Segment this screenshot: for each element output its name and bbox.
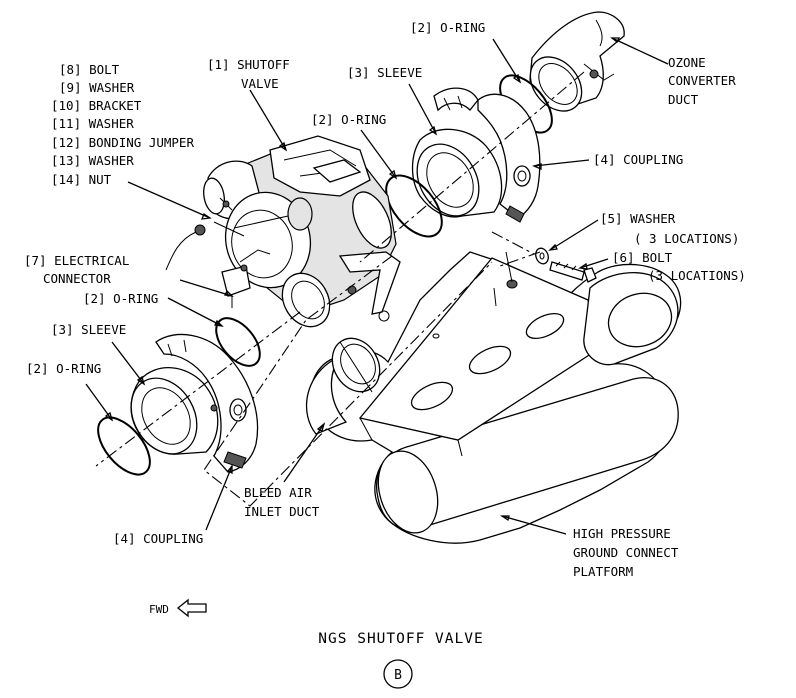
label-washer-11: [11] WASHER bbox=[51, 116, 134, 131]
centerlines bbox=[95, 71, 585, 507]
o-ring-mid-drawing bbox=[385, 174, 443, 238]
label-coupling-bottom: [4] COUPLING bbox=[113, 531, 203, 546]
fwd-arrow-icon bbox=[176, 598, 207, 618]
callout-labels: [2] O-RING OZONE CONVERTER DUCT [8] BOLT… bbox=[24, 20, 746, 579]
label-washer-5-line-2: ( 3 LOCATIONS) bbox=[634, 231, 739, 246]
washer-bolt-drawing bbox=[535, 247, 597, 283]
o-ring-left-drawing bbox=[215, 317, 261, 367]
label-bleed-air-line-2: INLET DUCT bbox=[244, 504, 320, 519]
label-o-ring-top: [2] O-RING bbox=[410, 20, 485, 35]
diagram-title: NGS SHUTOFF VALVE bbox=[318, 631, 483, 647]
label-coupling-top: [4] COUPLING bbox=[593, 152, 683, 167]
label-sleeve-left: [3] SLEEVE bbox=[51, 322, 126, 337]
label-bolt-6-line-2: (3 LOCATIONS) bbox=[648, 268, 746, 283]
label-bleed-air-line-1: BLEED AIR bbox=[244, 485, 312, 500]
fwd-label: FWD bbox=[149, 603, 169, 616]
high-pressure-platform-drawing bbox=[310, 251, 682, 544]
label-shutoff-valve-line-2: VALVE bbox=[241, 76, 279, 91]
label-nut-14: [14] NUT bbox=[51, 172, 112, 187]
ozone-converter-duct-drawing bbox=[529, 11, 625, 112]
label-shutoff-valve-line-1: [1] SHUTOFF bbox=[207, 57, 290, 72]
detail-letter: B bbox=[394, 668, 402, 683]
label-ozone-line-2: CONVERTER bbox=[668, 73, 736, 88]
leader-lines bbox=[85, 37, 669, 535]
label-electrical-connector-line-1: [7] ELECTRICAL bbox=[24, 253, 129, 268]
label-ozone-line-3: DUCT bbox=[668, 92, 699, 107]
label-platform-line-2: GROUND CONNECT bbox=[573, 545, 679, 560]
o-ring-far-left-drawing bbox=[97, 416, 151, 476]
label-electrical-connector-line-2: CONNECTOR bbox=[43, 271, 111, 286]
detail-marker: B bbox=[383, 659, 413, 689]
shutoff-valve-drawing bbox=[165, 135, 401, 328]
label-ozone-line-1: OZONE bbox=[668, 55, 706, 70]
label-bolt-8: [8] BOLT bbox=[59, 62, 120, 77]
label-platform-line-3: PLATFORM bbox=[573, 564, 633, 579]
label-washer-13: [13] WASHER bbox=[51, 153, 134, 168]
label-o-ring-far-left: [2] O-RING bbox=[26, 361, 101, 376]
label-bracket-10: [10] BRACKET bbox=[51, 98, 142, 113]
label-bonding-jumper-12: [12] BONDING JUMPER bbox=[51, 135, 194, 150]
label-o-ring-left: [2] O-RING bbox=[83, 291, 158, 306]
coupling-bottom-drawing bbox=[155, 333, 259, 473]
coupling-top-drawing bbox=[433, 87, 541, 223]
sleeve-left-drawing bbox=[130, 367, 219, 455]
label-washer-9: [9] WASHER bbox=[59, 80, 135, 95]
bleed-air-inlet-duct-drawing bbox=[305, 337, 381, 435]
fwd-indicator: FWD bbox=[149, 598, 207, 618]
label-washer-5-line-1: [5] WASHER bbox=[600, 211, 676, 226]
label-sleeve-top: [3] SLEEVE bbox=[347, 65, 422, 80]
label-platform-line-1: HIGH PRESSURE bbox=[573, 526, 671, 541]
label-bolt-6-line-1: [6] BOLT bbox=[612, 250, 673, 265]
label-o-ring-mid: [2] O-RING bbox=[311, 112, 386, 127]
